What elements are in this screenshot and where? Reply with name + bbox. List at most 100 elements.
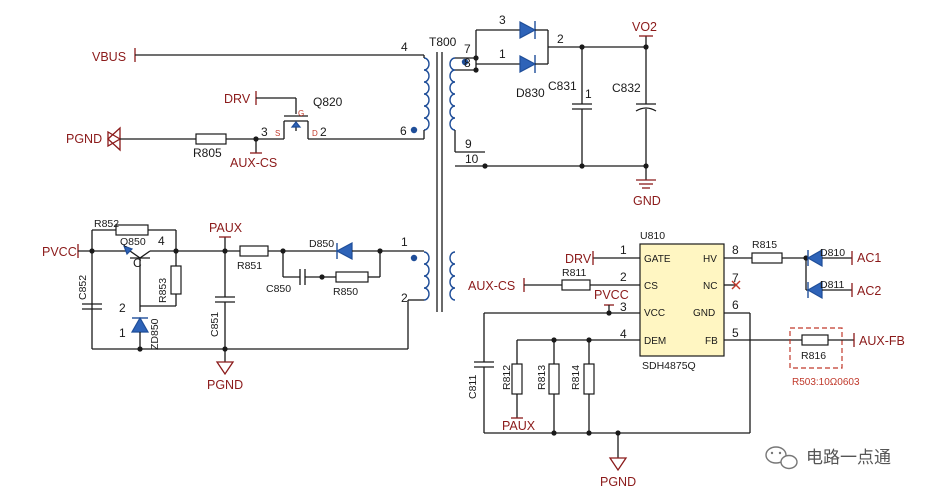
r812-label: R812 [501,365,513,390]
r816-option-box [789,327,843,369]
chip-name-label: SDH4875Q [642,360,696,372]
pin-vcc-label: VCC [644,308,665,319]
resistor-r811 [561,279,591,291]
r814-label: R814 [570,365,582,390]
t800-pin-8: 8 [464,56,471,70]
u810-pin-4: 4 [620,327,627,341]
q850-pin-4: 4 [158,234,165,248]
ac1-label: AC1 [857,251,881,265]
aux-pin-2: 2 [401,291,408,305]
c811-label: C811 [467,375,479,399]
pin-gnd-label: GND [693,308,715,319]
pgnd-bot-symbol [608,457,628,472]
t800-label: T800 [429,35,457,49]
secondary-section: 7 8 3 1 D830 2 C831 1 [454,13,661,208]
u810-pin-1: 1 [620,243,627,257]
resistor-r814 [583,363,595,395]
paux-top-label: PAUX [209,221,243,235]
r503-note: R503:10Ω0603 [792,377,860,388]
aux-fb-label: AUX-FB [859,334,905,348]
d811-label: D811 [820,279,844,291]
t800-pin-4: 4 [401,40,408,54]
q820-d-pin: D [312,129,318,138]
r852-label: R852 [94,218,119,230]
u810-pin-5: 5 [732,326,739,340]
controller-u810: U810 SDH4875Q GATE CS VCC DEM HV NC GND … [467,230,905,489]
resistor-r815 [751,252,783,264]
d830-label: D830 [516,86,545,100]
t800-pin-6: 6 [400,124,407,138]
r851-label: R851 [237,260,262,272]
pgnd-bot-label: PGND [600,475,636,489]
vo2-label: VO2 [632,20,657,34]
pin-dem-label: DEM [644,336,666,347]
resistor-r805 [195,133,227,145]
t800-pin-10: 10 [465,152,479,166]
transformer-t800: T800 [410,35,469,312]
c831-label: C831 [548,79,577,93]
pgnd-top-label: PGND [66,132,102,146]
t800-pin-7: 7 [464,42,471,56]
d830-pin-2: 2 [557,32,564,46]
u810-pin-8: 8 [732,243,739,257]
u810-pin-3: 3 [620,300,627,314]
u810-pin-6: 6 [732,298,739,312]
c851-label: C851 [209,312,221,337]
t800-secondary-dot [461,58,469,66]
resistor-r812 [511,363,523,395]
vbus-label: VBUS [92,50,126,64]
pin-cs-label: CS [644,281,658,292]
r811-label: R811 [562,267,586,279]
pin-fb-label: FB [705,336,718,347]
watermark: 电路一点通 [765,446,891,470]
resistor-r813 [548,363,560,395]
zd850-pin-1: 1 [119,326,126,340]
q850-c-label: C [133,256,142,270]
u810-pin-2: 2 [620,270,627,284]
ac2-label: AC2 [857,284,881,298]
pin-gate-label: GATE [644,254,671,265]
pgnd-mid-symbol [215,361,235,376]
r853-label: R853 [157,278,169,303]
aux-pin-1: 1 [401,235,408,249]
r813-label: R813 [536,365,548,390]
transistor-q850 [120,244,176,266]
resistor-r853 [170,265,182,295]
q820-s-pin: S [275,129,280,138]
gnd-label: GND [633,194,661,208]
d810-label: D810 [820,247,845,259]
diode-d850 [335,242,353,260]
mosfet-q820: G S D [275,109,318,138]
d850-label: D850 [309,238,334,250]
q850-label: Q850 [120,236,146,248]
drv-q820-label: DRV [224,92,251,106]
zd850-label: ZD850 [149,318,161,350]
aux-supply-section: PVCC R852 Q850 C 4 C852 2 [42,218,424,392]
resistor-r816 [801,334,829,346]
q820-label: Q820 [313,95,343,109]
d830-pin-1: 1 [499,47,506,61]
resistor-r852 [115,224,149,236]
diode-d830 [519,21,537,73]
primary-section: VBUS 4 DRV Q820 G S D 3 2 PGND [66,40,425,170]
c831-pin-1: 1 [585,87,592,101]
r815-label: R815 [752,239,777,251]
resistor-r851 [239,245,269,257]
r850-label: R850 [333,286,358,298]
pvcc-left-label: PVCC [42,245,77,259]
r816-label: R816 [801,350,826,362]
pgnd-mid-label: PGND [207,378,243,392]
resistor-r850 [335,271,369,283]
pin-hv-label: HV [703,254,717,265]
pin-nc-label: NC [703,281,717,292]
q820-pin-3: 3 [261,125,268,139]
zd850-pin-2: 2 [119,301,126,315]
t800-aux-dot [410,254,418,262]
paux-bot-label: PAUX [502,419,536,433]
pvcc-u810-label: PVCC [594,288,629,302]
q820-pin-2: 2 [320,125,327,139]
drv-u810-label: DRV [565,252,592,266]
c850-label: C850 [266,283,291,295]
